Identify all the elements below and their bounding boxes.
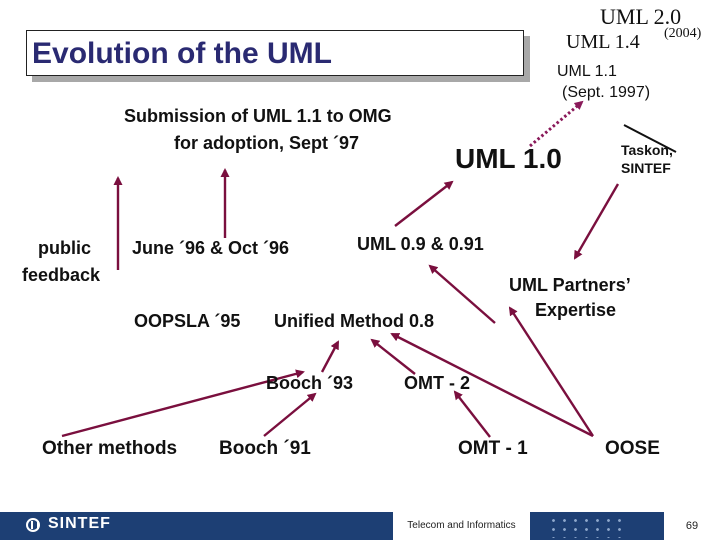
page-title: Evolution of the UML: [32, 37, 332, 70]
title-box: Evolution of the UML: [26, 30, 524, 76]
label-booch-93: Booch ´93: [266, 373, 354, 393]
arrow-to-uml09: [428, 264, 496, 324]
label-omt-2: OMT - 2: [404, 373, 470, 393]
arrow-omt1-omt2: [453, 390, 491, 438]
label-oose: OOSE: [605, 438, 660, 459]
label-expertise: Expertise: [535, 300, 617, 320]
label-taskon: Taskon,: [621, 142, 673, 158]
label-uml-2-0: UML 2.0: [600, 4, 682, 29]
arrow-omt2-unified: [370, 338, 416, 375]
arrow-booch91-booch93: [263, 392, 317, 437]
footer-department: Telecom and Informatics: [393, 512, 530, 540]
arrow-to-uml10: [394, 180, 454, 227]
label-uml-1-0: UML 1.0: [455, 143, 562, 174]
label-submission-line1: Submission of UML 1.1 to OMG: [124, 106, 392, 126]
label-omt-1: OMT - 1: [458, 438, 528, 459]
label-other-methods: Other methods: [42, 438, 178, 459]
label-unified-method: Unified Method 0.8: [274, 311, 435, 331]
arrow-taskon: [573, 183, 620, 260]
label-uml-partners: UML Partners’: [509, 275, 631, 295]
arrow-other-booch93: [61, 369, 305, 438]
arrow-oose-unified: [390, 332, 594, 438]
arrow-oose-partners: [508, 306, 595, 437]
label-uml-1-1-date: (Sept. 1997): [562, 84, 651, 101]
page-number: 69: [664, 512, 720, 540]
dotted-arrow-to-uml11: [529, 100, 584, 148]
label-submission-line2: for adoption, Sept ´97: [174, 133, 360, 153]
label-june-oct-96: June ´96 & Oct ´96: [132, 238, 290, 258]
sintef-logo-icon: [26, 518, 40, 532]
label-sintef-contributor: SINTEF: [621, 160, 671, 176]
footer-dot-pattern: [548, 516, 624, 538]
label-uml-1-1: UML 1.1: [557, 63, 617, 80]
footer-logo-text: SINTEF: [48, 515, 111, 532]
arrow-booch93-unified: [320, 340, 340, 373]
label-uml-1-4: UML 1.4: [566, 31, 640, 53]
footer-bar: SINTEF Telecom and Informatics 69: [0, 512, 720, 540]
line-to-taskon: [623, 124, 677, 153]
label-oopsla-95: OOPSLA ´95: [134, 311, 241, 331]
label-year-2004: (2004): [664, 26, 702, 41]
label-booch-91: Booch ´91: [219, 438, 311, 459]
label-public: public: [38, 238, 91, 258]
label-uml-0-9: UML 0.9 & 0.91: [357, 234, 484, 254]
label-feedback: feedback: [22, 265, 101, 285]
